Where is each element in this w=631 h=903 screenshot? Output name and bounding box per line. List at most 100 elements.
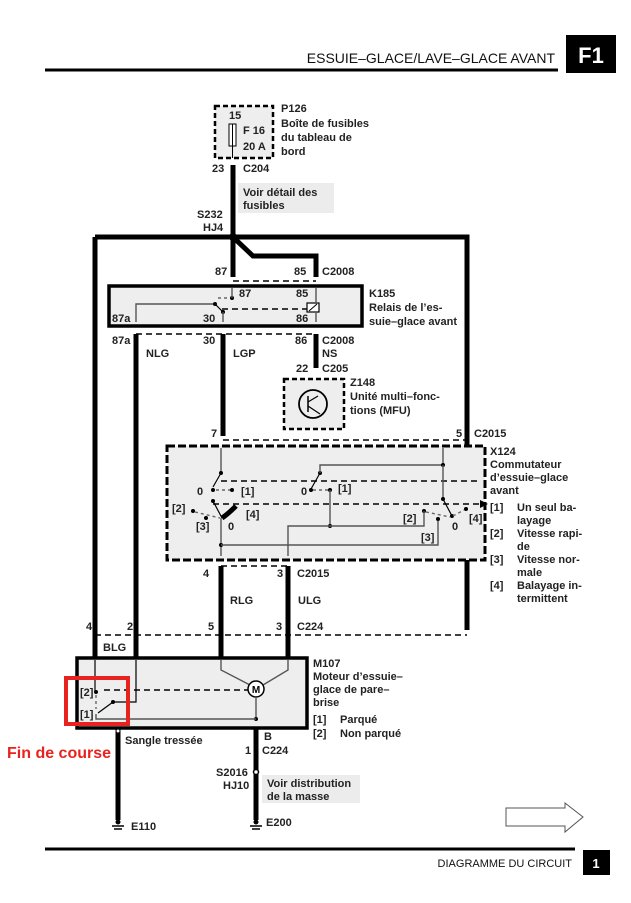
motor-desc-2: glace de pare– [313,684,389,696]
c224-pin-5: 5 [208,621,214,633]
relay-k185: 87 85 87a 30 86 [107,284,364,328]
c224-pin-4: 4 [86,621,93,633]
switch-top-conn: C2015 [474,428,506,440]
ground-icon-e110 [112,819,124,830]
wire-label-ulg: ULG [298,595,321,607]
c204-pin: 23 [212,163,224,175]
ground-e200: E200 [266,817,292,829]
splice-s2016: S2016 [216,767,248,779]
ground-conn: C224 [262,745,289,757]
svg-text:layage: layage [517,515,551,527]
motor-m107: M [2] [1] [75,656,309,730]
section-badge: F1 [578,43,604,68]
relay-desc-1: Relais de l’es- [369,302,443,314]
splice-hj10: HJ10 [223,780,249,792]
fuse-note-bg [238,183,334,213]
relay-bot-conn: C2008 [322,335,354,347]
svg-text:[3]: [3] [490,554,504,566]
switch-legend: [1] Un seul ba- layage [2] Vitesse rapi-… [490,502,583,605]
svg-text:termittent: termittent [517,593,568,605]
c224-pin-3: 3 [276,621,282,633]
splice-hj4: HJ4 [203,222,224,234]
switch-bot-4: 4 [203,568,210,580]
svg-text:30: 30 [203,313,215,325]
wire-label-blg: BLG [103,642,126,654]
switch-top-5: 5 [456,428,462,440]
motor-id: M107 [313,658,341,670]
limit-switch-annotation: Fin de course [7,745,111,762]
svg-text:Un seul ba-: Un seul ba- [517,502,577,514]
fuse-rating: 20 A [243,141,266,153]
svg-text:0: 0 [301,486,307,498]
ground-icon-e200 [250,819,262,830]
switch-desc-1: Commutateur [490,459,562,471]
svg-text:[1]: [1] [338,483,352,495]
svg-text:87a: 87a [112,313,131,325]
c224-pin-2: 2 [127,621,133,633]
relay-id: K185 [369,288,395,300]
mfu-pin: 22 [296,363,308,375]
ground-note-2: de la masse [267,791,329,803]
svg-text:[2]: [2] [490,528,504,540]
motor-desc-1: Moteur d’essuie– [313,671,403,683]
footer-title: DIAGRAMME DU CIRCUIT [438,858,573,870]
svg-text:[3]: [3] [196,521,210,533]
svg-text:Vitesse nor-: Vitesse nor- [517,554,580,566]
mfu-conn: C205 [322,363,348,375]
svg-text:[2]: [2] [172,503,186,515]
svg-text:0: 0 [228,521,234,533]
motor-legend-2-key: [2] [313,728,327,740]
switch-top-7: 7 [211,428,217,440]
fusebox-p126: 15 F 16 20 A [213,104,275,160]
next-page-arrow-icon[interactable] [505,801,584,834]
motor-desc-3: brise [313,697,339,709]
svg-text:de: de [517,541,530,553]
svg-text:[4]: [4] [246,509,260,521]
svg-text:[1]: [1] [490,502,504,514]
wire-label-rlg: RLG [230,595,253,607]
svg-text:male: male [517,567,542,579]
strap-label: Sangle tressée [125,735,203,747]
ground-note-1: Voir distribution [267,778,351,790]
svg-text:[1]: [1] [241,486,255,498]
fuse-pin: 15 [229,110,241,122]
fusebox-desc-2: du tableau de [281,132,352,144]
wire-label-nlg: NLG [146,348,169,360]
svg-text:[1]: [1] [80,709,94,721]
ground-e110: E110 [131,821,156,833]
svg-text:[2]: [2] [80,687,94,699]
svg-text:[2]: [2] [403,513,417,525]
switch-bot-conn: C2015 [297,568,329,580]
switch-intermittent-arc [220,504,238,521]
c204-label: C204 [243,163,270,175]
motor-legend-1-key: [1] [313,714,327,726]
wire-85 [231,235,319,277]
switch-id: X124 [490,446,517,458]
fusebox-desc-3: bord [281,146,305,158]
mfu-desc-1: Unité multi–fonc- [350,391,440,403]
svg-text:85: 85 [296,288,308,300]
switch-desc-2: d’essuie–glace [490,472,568,484]
relay-bot-87a: 87a [112,335,131,347]
relay-bot-86: 86 [295,335,307,347]
svg-text:Vitesse rapi-: Vitesse rapi- [517,528,583,540]
svg-text:[4]: [4] [490,580,504,592]
wire-label-ns: NS [322,348,337,360]
svg-text:[4]: [4] [469,513,483,525]
mfu-z148 [282,377,346,431]
switch-bot-3: 3 [277,568,283,580]
fuse-note-1: Voir détail des [243,187,317,199]
switch-x124: 0 [1] 0 [1] [2] [4] [3] 0 [2] [4] 0 [3] [165,444,488,562]
mfu-desc-2: tions (MFU) [350,405,411,417]
svg-text:M: M [252,685,260,696]
svg-text:87: 87 [239,288,251,300]
relay-bot-30: 30 [203,335,215,347]
svg-text:86: 86 [296,313,308,325]
relay-top-conn: C2008 [322,266,354,278]
svg-text:[3]: [3] [421,532,435,544]
relay-top-87: 87 [215,266,227,278]
wire-label-b: B [264,731,272,743]
page-title: ESSUIE–GLACE/LAVE–GLACE AVANT [307,50,556,66]
svg-text:0: 0 [197,486,203,498]
switch-desc-3: avant [490,485,519,497]
